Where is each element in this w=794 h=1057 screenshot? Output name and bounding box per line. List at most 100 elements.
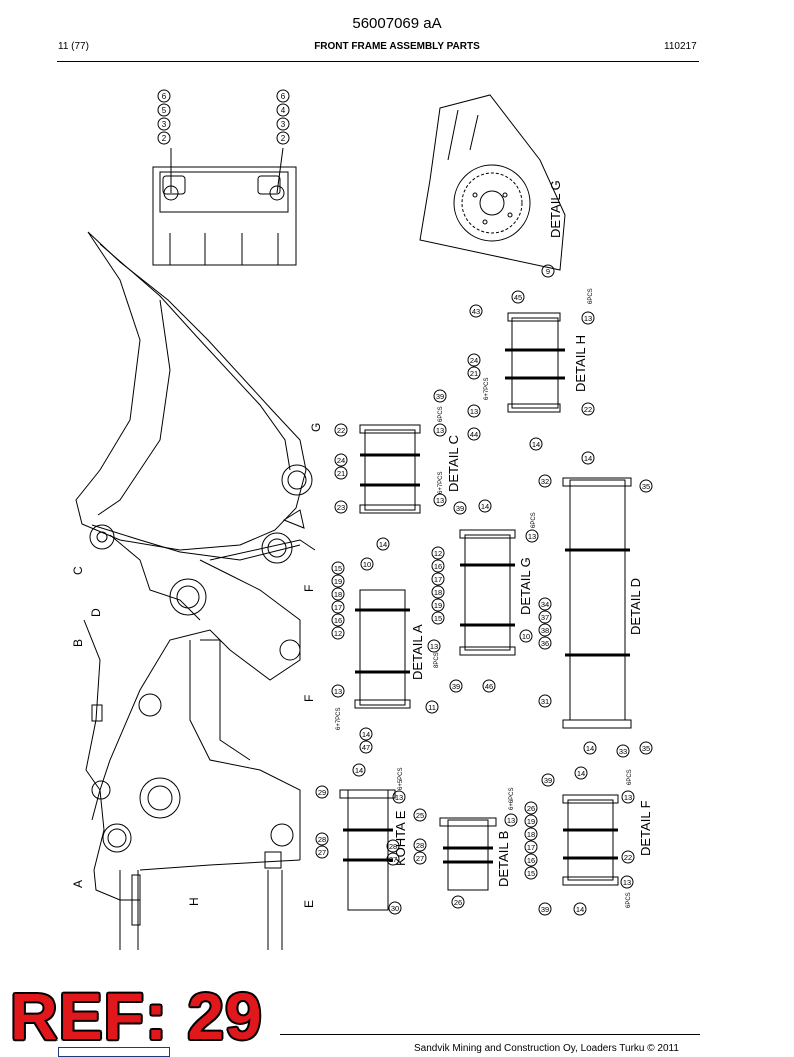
balloon-number: 35 — [642, 744, 650, 753]
detail-c-title: DETAIL C — [446, 435, 461, 492]
pin-detail-h — [505, 312, 565, 413]
balloon-number: 35 — [642, 482, 650, 491]
frame-letter-d: D — [89, 608, 103, 617]
balloon-top-left: 6 — [162, 92, 167, 101]
balloon-number: 11 — [428, 703, 436, 712]
balloon-number: 28 — [416, 841, 424, 850]
detail-d-title: DETAIL D — [628, 578, 643, 635]
balloon-number: 30 — [391, 904, 399, 913]
qty-note: 6PCS — [626, 892, 632, 908]
balloon-top-right: 4 — [281, 106, 286, 115]
balloon-number: 15 — [334, 564, 342, 573]
pin-detail-b — [439, 817, 497, 891]
footer-divider — [280, 1034, 700, 1035]
balloon-number: 15 — [434, 614, 442, 623]
balloon-number: 21 — [337, 469, 345, 478]
balloon-number: 27 — [389, 855, 397, 864]
qty-note: 6+7PCS — [336, 707, 342, 730]
balloon-number: 14 — [577, 769, 585, 778]
balloon-number: 37 — [541, 613, 549, 622]
pin-kohta-e — [339, 789, 396, 911]
balloon-top-left: 5 — [162, 106, 167, 115]
detail-g-view-title: DETAIL G — [548, 180, 563, 238]
balloon-number: 14 — [481, 502, 489, 511]
balloon-number: 19 — [434, 601, 442, 610]
frame-top-view — [152, 147, 297, 266]
qty-note: 8PCS — [434, 652, 440, 668]
page-title: FRONT FRAME ASSEMBLY PARTS — [314, 41, 480, 52]
balloon-number: 46 — [485, 682, 493, 691]
balloon-number: 22 — [624, 853, 632, 862]
balloon-number: 25 — [416, 811, 424, 820]
balloon-top-right: 6 — [281, 92, 286, 101]
detail-h-title: DETAIL H — [573, 335, 588, 392]
date-code: 110217 — [664, 41, 697, 52]
front-frame-side-view — [75, 231, 316, 950]
detail-titles: DETAIL G DETAIL H DETAIL C DETAIL G DETA… — [393, 180, 653, 887]
detail-a-title: DETAIL A — [410, 624, 425, 680]
frame-letter-f: F — [302, 585, 316, 592]
balloon-number: 22 — [337, 426, 345, 435]
balloon-top-right: 3 — [281, 120, 286, 129]
balloon-number: 33 — [619, 747, 627, 756]
balloons-top-view: 6 5 3 2 6 4 3 2 — [157, 89, 290, 145]
balloon-number: 13 — [584, 314, 592, 323]
pin-detail-d — [562, 477, 632, 729]
balloon-number: 39 — [544, 776, 552, 785]
balloon-number: 14 — [532, 440, 540, 449]
balloon-number: 23 — [337, 503, 345, 512]
balloon-number: 38 — [541, 626, 549, 635]
document-number: 56007069 aA — [352, 15, 442, 32]
frame-letters: A B C D E F F G H — [71, 423, 323, 908]
balloon-number: 22 — [584, 405, 592, 414]
qty-note: 6+6PCS — [509, 787, 515, 810]
balloon-number: 39 — [456, 504, 464, 513]
header-divider — [57, 61, 699, 62]
balloon-top-right: 2 — [281, 134, 286, 143]
footer-copyright: Sandvik Mining and Construction Oy, Load… — [414, 1043, 679, 1054]
balloon-number: 19 — [527, 817, 535, 826]
balloon-number: 26 — [527, 804, 535, 813]
balloon-number: 26 — [454, 898, 462, 907]
balloon-number: 15 — [527, 869, 535, 878]
balloon-number: 14 — [576, 905, 584, 914]
balloon-number: 17 — [334, 603, 342, 612]
balloon-number: 17 — [434, 575, 442, 584]
frame-letter-a: A — [71, 880, 85, 888]
balloon-number: 14 — [362, 730, 370, 739]
balloon-number: 13 — [395, 793, 403, 802]
quantity-notes: 6PCS 6+7PCS 6PCS 6+7PCS 6PCS 8PCS 6+7PCS… — [336, 288, 633, 908]
balloon-number: 39 — [436, 392, 444, 401]
balloon-number: 18 — [334, 590, 342, 599]
balloon-number: 19 — [334, 577, 342, 586]
balloon-number: 13 — [334, 687, 342, 696]
balloon-number: 29 — [318, 788, 326, 797]
balloon-number: 13 — [623, 878, 631, 887]
company-logo — [58, 1047, 170, 1057]
pin-detail-g — [459, 529, 516, 656]
balloon-number: 39 — [452, 682, 460, 691]
pin-detail-c — [359, 424, 421, 514]
balloon-number: 13 — [436, 496, 444, 505]
balloon-number: 13 — [470, 407, 478, 416]
detail-g-view — [419, 94, 566, 271]
balloon-number: 14 — [355, 766, 363, 775]
balloon-number: 21 — [470, 369, 478, 378]
balloon-number: 24 — [337, 456, 345, 465]
balloon-number: 13 — [436, 426, 444, 435]
balloon-numbers: 9 43 45 13 21 24 13 44 22 14 22 39 13 21… — [318, 267, 650, 914]
qty-note: 6PCS — [627, 769, 633, 785]
balloon-number: 39 — [541, 905, 549, 914]
ref-stamp: REF: 29 — [10, 979, 263, 1053]
balloon-top-left: 2 — [162, 134, 167, 143]
balloon-number: 28 — [318, 835, 326, 844]
kohta-e-title: KOHTA E — [393, 810, 408, 866]
balloon-number: 27 — [318, 848, 326, 857]
page-index: 11 (77) — [58, 41, 89, 52]
frame-letter-f: F — [302, 695, 316, 702]
balloon-number: 44 — [470, 430, 478, 439]
qty-note: 6+5PCS — [398, 767, 404, 790]
balloon-number: 13 — [507, 816, 515, 825]
balloon-number: 18 — [527, 830, 535, 839]
balloon-number: 45 — [514, 293, 522, 302]
